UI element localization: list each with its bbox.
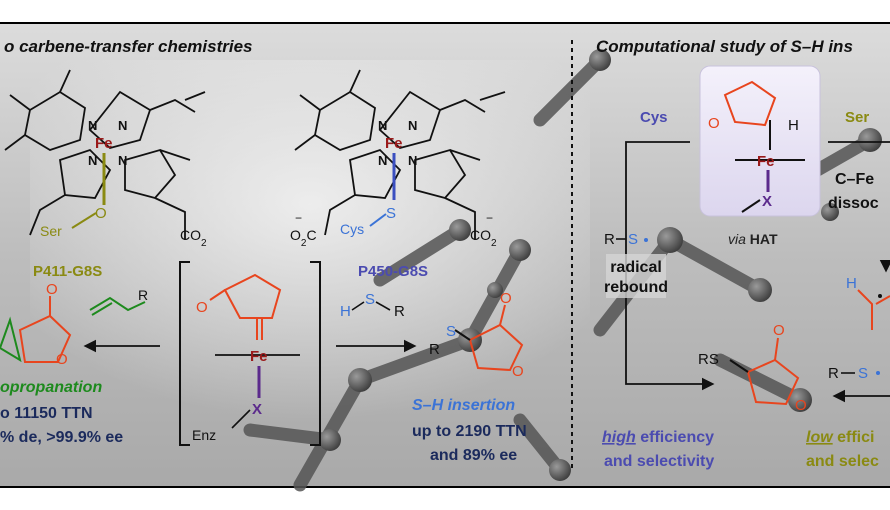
fe-left: Fe: [95, 135, 113, 152]
sh-insertion-ttn: up to 2190 TTN: [412, 423, 527, 440]
svg-text:O: O: [708, 115, 720, 132]
co2-left: CO2: [180, 227, 207, 249]
svg-text:N: N: [118, 153, 127, 168]
low-efficiency: low effici: [806, 429, 874, 446]
svg-text:S: S: [446, 323, 456, 340]
ser-label: Ser: [845, 109, 869, 126]
cyclopropanation-ttn: o 11150 TTN: [0, 405, 93, 422]
svg-text:O: O: [512, 363, 524, 380]
cys-label: Cys: [640, 109, 668, 126]
svg-text:O: O: [773, 322, 785, 339]
hat-transition-box: [699, 65, 821, 217]
fe-carbene: Fe: [250, 348, 268, 365]
svg-text:R: R: [604, 231, 615, 248]
radical-label: radical: [610, 259, 662, 276]
svg-text:N: N: [408, 153, 417, 168]
enz-label: Enz: [192, 427, 216, 443]
rebound-label: rebound: [604, 279, 668, 296]
svg-text:N: N: [118, 118, 127, 133]
dissoc-label: dissoc: [828, 195, 879, 212]
sh-insertion-ee: and 89% ee: [430, 447, 517, 464]
svg-text:R: R: [138, 287, 148, 303]
co2-right: CO2: [470, 227, 497, 249]
svg-text:S: S: [858, 365, 868, 382]
right-product: [729, 337, 800, 406]
p450-label: P450-G8S: [358, 263, 428, 280]
porphyrin-left: [4, 69, 206, 240]
x-ligand: X: [252, 401, 262, 418]
svg-text:N: N: [88, 118, 97, 133]
carbene-intermediate: [209, 273, 282, 340]
via-hat-caption: via HAT: [728, 231, 778, 247]
svg-text:O: O: [46, 281, 58, 298]
bracket-left: [179, 261, 190, 446]
high-selectivity: and selectivity: [604, 453, 714, 470]
fe-right: Fe: [385, 135, 403, 152]
s-ligand: S: [386, 205, 396, 222]
alkene-reagent: [89, 296, 146, 312]
svg-text:O: O: [56, 351, 68, 368]
left-heading: o carbene-transfer chemistries: [4, 37, 253, 56]
svg-text:H: H: [788, 117, 799, 134]
high-efficiency: high efficiency: [602, 429, 714, 446]
svg-text:N: N: [378, 153, 387, 168]
svg-text:N: N: [378, 118, 387, 133]
svg-text:N: N: [408, 118, 417, 133]
p411-label: P411-G8S: [33, 263, 102, 280]
svg-text:O: O: [795, 397, 807, 414]
bracket-right: [310, 261, 321, 446]
svg-text:R: R: [828, 365, 839, 382]
svg-text:R: R: [429, 341, 440, 358]
hat-structure: [723, 80, 805, 213]
svg-text:H: H: [340, 303, 351, 320]
sh-product: [454, 304, 524, 372]
right-heading: Computational study of S–H ins: [596, 37, 853, 56]
o2c-right: O2C: [290, 227, 317, 249]
svg-text:N: N: [88, 153, 97, 168]
svg-text:Fe: Fe: [757, 153, 775, 170]
cyclopropane-product: [0, 296, 72, 363]
svg-text:X: X: [762, 193, 772, 210]
ser-ligand: Ser: [40, 223, 62, 239]
svg-text:−: −: [295, 211, 302, 225]
svg-text:H: H: [846, 275, 857, 292]
svg-text:S: S: [628, 231, 638, 248]
cyclopropanation-label: opropanation: [0, 379, 102, 396]
svg-text:O: O: [500, 290, 512, 307]
cfe-label: C–Fe: [835, 171, 874, 188]
low-selectivity: and selec: [806, 453, 879, 470]
rs-product: RS: [698, 351, 719, 368]
svg-text:−: −: [486, 211, 493, 225]
cys-ligand: Cys: [340, 221, 364, 237]
sh-insertion-label: S–H insertion: [412, 397, 515, 414]
svg-text:O: O: [196, 299, 208, 316]
svg-text:S: S: [365, 291, 375, 308]
background-glow: [30, 60, 590, 420]
cyclopropanation-ee: % de, >99.9% ee: [0, 429, 123, 446]
svg-text:R: R: [394, 303, 405, 320]
o-ligand: O: [95, 205, 107, 222]
